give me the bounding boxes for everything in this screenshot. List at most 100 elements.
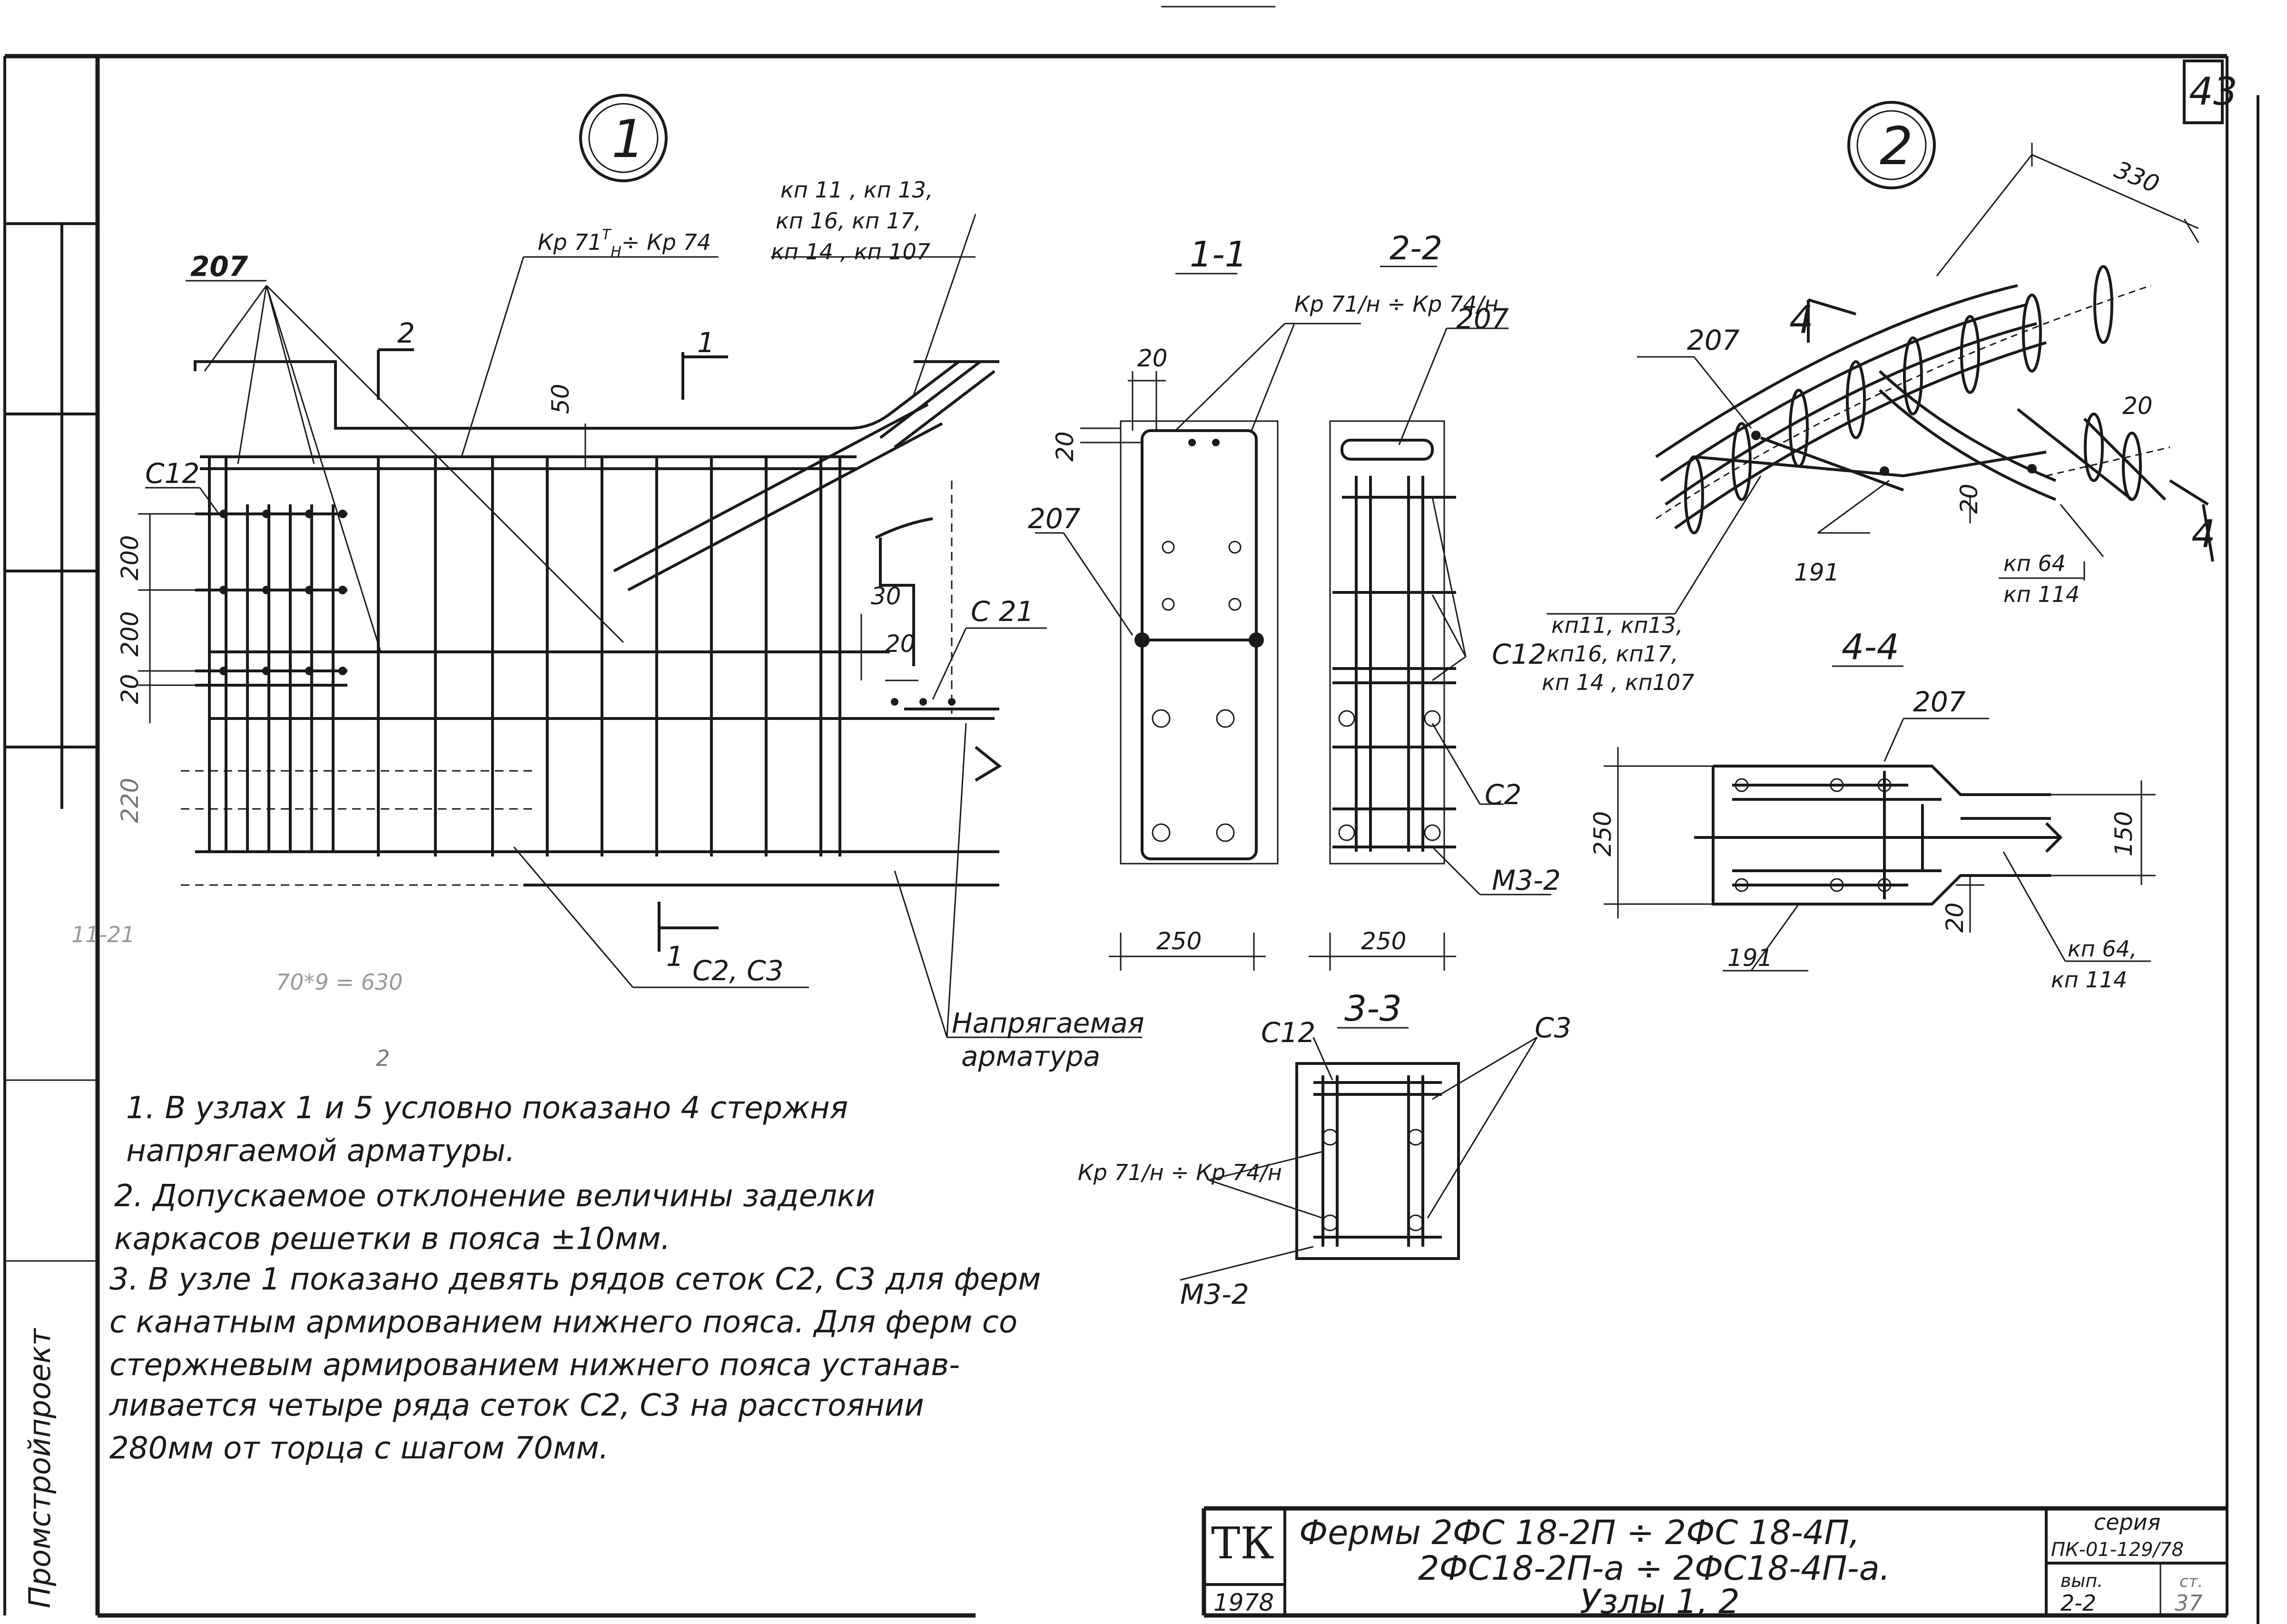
sec44-kp-line1: кп 64, [2068, 936, 2137, 962]
side-stamp: Промстройпроект [22, 1328, 57, 1608]
sec33-c3: С3 [1535, 1012, 1571, 1044]
note-line: каркасов решетки в пояса ±10мм. [114, 1221, 670, 1257]
note-line: напрягаемой арматуры. [126, 1133, 515, 1169]
node2-kp-line2: кп16, кп17, [1547, 641, 1678, 667]
node1-kr-2: ÷ Кр 74 [621, 229, 711, 255]
section-4-4 [1604, 718, 2156, 972]
node-1-drawing [138, 94, 1142, 1038]
sec22-title: 2-2 [1390, 230, 1442, 267]
node1-dim-20a: 20 [116, 674, 144, 704]
tb-series-label: серия [2094, 1509, 2160, 1535]
node2-sec4b: 4 [2191, 512, 2216, 556]
node2-kp-line3: кп 14 , кп107 [1542, 669, 1695, 695]
sec33-kr: Кр 71/н ÷ Кр 74/н [1078, 1160, 1282, 1185]
tb-sheet-value: 37 [2175, 1590, 2203, 1616]
node2-d20b: 20 [1955, 483, 1983, 514]
sec11-d250: 250 [1156, 927, 1202, 955]
sec22-m32: М3-2 [1492, 864, 1561, 896]
note-line: стержневым армированием нижнего пояса ус… [109, 1348, 960, 1383]
node2-kp114: кп 114 [2003, 581, 2080, 607]
sec33-c12: С12 [1261, 1016, 1315, 1049]
sec44-d191: 191 [1727, 944, 1773, 972]
node2-sec4a: 4 [1789, 298, 1814, 342]
title-block [1202, 1506, 2227, 1618]
section-1-1 [1035, 323, 1361, 971]
node1-prestress-1: Напрягаемая [952, 1007, 1144, 1039]
sec11-kr: Кр 71/н ÷ Кр 74/н [1294, 291, 1498, 317]
node2-d191: 191 [1794, 559, 1839, 586]
sec44-kp-line2: кп 114 [2051, 967, 2127, 993]
node1-dim-50: 50 [547, 384, 574, 414]
sec44-c207: 207 [1913, 686, 1966, 718]
node1-faint-dim-b: 70*9 = 630 [276, 969, 403, 995]
node-1-circle [579, 94, 668, 182]
tb-vyp-value: 2-2 [2060, 1590, 2096, 1616]
node2-kp64: кп 64 [2003, 551, 2066, 576]
sec44-d250: 250 [1589, 811, 1617, 856]
section-3-3 [1180, 1036, 1538, 1281]
sheet-number: 43 [2189, 69, 2238, 114]
node2-kp-line1: кп11, кп13, [1551, 612, 1683, 638]
note-line: 2. Допускаемое отклонение величины задел… [114, 1179, 875, 1214]
node1-callout-207: 207 [190, 250, 248, 283]
sec44-title: 4-4 [1842, 627, 1899, 668]
node2-d20a: 20 [2122, 392, 2153, 420]
sec11-d20side: 20 [1051, 431, 1079, 462]
sec11-c207: 207 [1028, 502, 1081, 535]
node1-faint-dim-a: 11-21 [71, 922, 135, 947]
section-mark-2-bottom: 2 [376, 1045, 390, 1071]
tb-sheet-label: ст. [2179, 1572, 2203, 1591]
node1-dim-30: 30 [871, 582, 901, 610]
tb-title-2: 2ФС18-2П-а ÷ 2ФС18-4П-а. [1418, 1549, 1890, 1588]
node-2-circle [1847, 101, 1936, 189]
node-2-drawing [1547, 101, 2214, 615]
note-line: 280мм от торца с шагом 70мм. [109, 1431, 609, 1466]
node1-callout-c21: С 21 [971, 595, 1034, 628]
note-line: 1. В узлах 1 и 5 условно показано 4 стер… [126, 1091, 848, 1126]
tb-series-value: ПК-01-129/78 [2051, 1539, 2184, 1561]
sec22-c207: 207 [1456, 303, 1509, 335]
node-2-label: 2 [1880, 116, 1913, 177]
node1-kp-line1: кп 11 , кп 13, [780, 177, 933, 203]
node1-dim-20b: 20 [885, 630, 916, 658]
section-2-2 [1309, 327, 1551, 971]
section-mark-1: 1 [697, 326, 715, 359]
node1-kp-line3: кп 14 , кп 107 [771, 239, 930, 265]
sec33-title: 3-3 [1344, 988, 1402, 1029]
node1-dim-220: 220 [116, 778, 144, 823]
notes-block: 1. В узлах 1 и 5 условно показано 4 стер… [108, 1091, 1041, 1466]
node1-kp-line2: кп 16, кп 17, [776, 208, 921, 234]
tb-org: ТК [1211, 1518, 1274, 1569]
tb-year: 1978 [1213, 1589, 1274, 1616]
node1-callout-c2c3: С2, С3 [692, 955, 784, 987]
tb-title-3: Узлы 1, 2 [1580, 1582, 1740, 1621]
sec11-d20top: 20 [1137, 344, 1168, 372]
sec22-c2: С2 [1485, 778, 1521, 811]
tb-vyp-label: вып. [2060, 1570, 2103, 1591]
node1-prestress-2: арматура [961, 1040, 1100, 1073]
node1-kr-sub: Н [611, 244, 621, 260]
sec44-d150: 150 [2110, 811, 2138, 856]
note-line: 3. В узле 1 показано девять рядов сеток … [109, 1262, 1041, 1297]
sec22-c12: С12 [1492, 638, 1546, 670]
node1-kr-main: Кр 71 [538, 229, 602, 255]
note-line: ливается четыре ряда сеток С2, С3 на рас… [108, 1388, 924, 1423]
sec22-d250: 250 [1361, 927, 1406, 955]
node-1-label: 1 [611, 108, 645, 169]
section-mark-1-bottom: 1 [666, 940, 684, 973]
node2-d330: 330 [2111, 156, 2163, 198]
sec44-d20: 20 [1941, 902, 1969, 933]
node1-callout-kr: Кр 71ТН÷ Кр 74 [538, 226, 711, 260]
node1-dim-200a: 200 [116, 535, 144, 581]
note-line: с канатным армированием нижнего пояса. Д… [109, 1305, 1017, 1340]
node2-c207: 207 [1687, 324, 1740, 356]
sheet-frame [3, 6, 2259, 1624]
sec33-m32: М3-2 [1180, 1278, 1249, 1310]
sec11-title: 1-1 [1190, 234, 1247, 275]
tb-title-1: Фермы 2ФС 18-2П ÷ 2ФС 18-4П, [1299, 1513, 1860, 1552]
node1-dim-200b: 200 [116, 611, 144, 657]
node1-callout-c12: С12 [145, 457, 199, 490]
node1-kr-sup: Т [602, 226, 612, 243]
section-mark-2: 2 [397, 317, 415, 349]
